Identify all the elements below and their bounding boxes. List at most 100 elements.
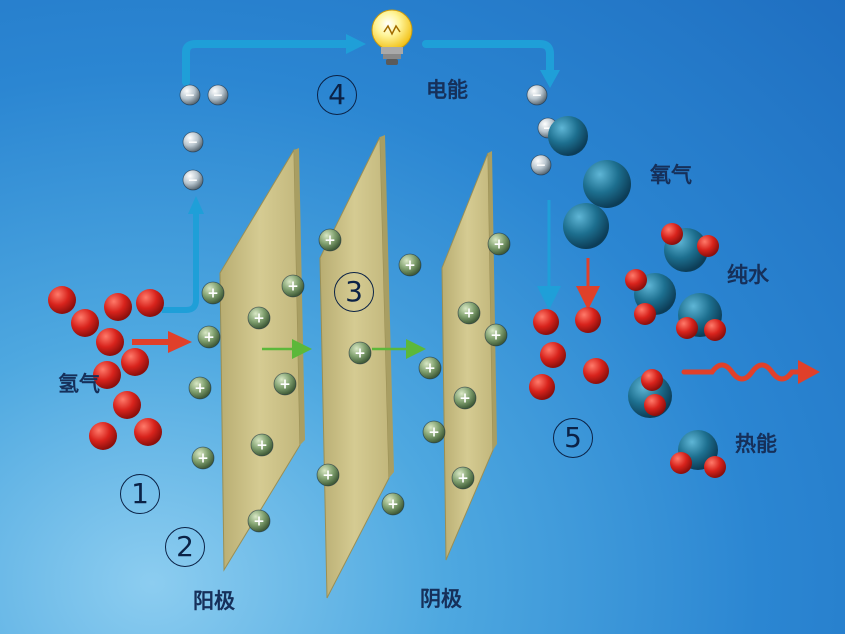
proton: +	[201, 281, 225, 305]
electron: −	[182, 131, 204, 153]
plates	[219, 135, 497, 599]
svg-text:+: +	[322, 468, 334, 484]
hydrogen-atom	[136, 289, 164, 317]
electron: −	[207, 84, 229, 106]
svg-text:+: +	[404, 258, 416, 274]
proton: +	[451, 466, 475, 490]
water-molecule	[625, 269, 676, 325]
water-molecule	[676, 293, 726, 341]
hydrogen-atom	[529, 374, 555, 400]
svg-text:−: −	[213, 87, 223, 102]
hydrogen-atom	[575, 307, 601, 333]
hydrogen-atom	[704, 456, 726, 478]
heat-wave-icon	[681, 360, 820, 384]
svg-text:+: +	[197, 451, 209, 467]
hydrogen-atoms	[48, 286, 164, 450]
anode-label: 阳极	[193, 589, 235, 613]
svg-text:+: +	[457, 471, 469, 487]
hydrogen-atom	[697, 235, 719, 257]
proton: +	[348, 341, 372, 365]
electron: −	[182, 169, 204, 191]
svg-text:+: +	[493, 237, 505, 253]
proton: +	[191, 446, 215, 470]
svg-text:+: +	[387, 497, 399, 513]
protons: + + + + + + + + + + + + + + + + + + + + +	[188, 228, 511, 533]
proton: +	[247, 509, 271, 533]
hydrogen-atom	[89, 422, 117, 450]
step-1-marker: 1	[120, 474, 160, 514]
proton: +	[250, 433, 274, 457]
svg-text:+: +	[428, 425, 440, 441]
svg-text:+: +	[490, 328, 502, 344]
step-5-marker: 5	[553, 418, 593, 458]
oxygen-atoms	[548, 116, 631, 249]
hydrogen-atom	[670, 452, 692, 474]
electric-energy-label: 电能	[426, 78, 468, 102]
oxygen-label: 氧气	[650, 163, 692, 187]
svg-text:−: −	[188, 172, 198, 187]
pure-water-label: 纯水	[727, 263, 769, 287]
hydrogen-atom	[121, 348, 149, 376]
svg-text:−: −	[536, 157, 546, 172]
svg-text:+: +	[253, 514, 265, 530]
svg-text:−: −	[185, 87, 195, 102]
proton: +	[418, 356, 442, 380]
svg-text:−: −	[543, 120, 553, 135]
hydrogen-atom	[661, 223, 683, 245]
hydrogen-atom	[704, 319, 726, 341]
svg-text:+: +	[424, 361, 436, 377]
hydrogen-atoms-cathode	[529, 307, 609, 400]
water-molecule	[661, 223, 719, 272]
hydrogen-atom	[113, 391, 141, 419]
hydrogen-atom	[533, 309, 559, 335]
hydrogen-atom	[48, 286, 76, 314]
oxygen-atom	[563, 203, 609, 249]
svg-text:+: +	[203, 330, 215, 346]
electron: −	[526, 84, 548, 106]
hydrogen-atom	[104, 293, 132, 321]
proton: +	[453, 386, 477, 410]
hydrogen-atom	[93, 361, 121, 389]
hydrogen-atom	[134, 418, 162, 446]
step-3-marker: 3	[334, 272, 374, 312]
hydrogen-label: 氢气	[58, 372, 100, 396]
svg-text:+: +	[279, 377, 291, 393]
water-molecule	[670, 430, 726, 478]
proton: +	[281, 274, 305, 298]
oxygen-atom	[548, 116, 588, 156]
light-bulb-icon	[371, 9, 413, 65]
proton: +	[273, 372, 297, 396]
svg-text:−: −	[188, 134, 198, 149]
electron: −	[530, 154, 552, 176]
heat-label: 热能	[735, 432, 777, 456]
proton: +	[422, 420, 446, 444]
oxygen-atom	[583, 160, 631, 208]
hydrogen-atom	[634, 303, 656, 325]
svg-text:+: +	[287, 279, 299, 295]
flow-arrows	[132, 331, 426, 359]
cathode-label: 阴极	[420, 587, 462, 611]
proton: +	[318, 228, 342, 252]
svg-text:+: +	[194, 381, 206, 397]
svg-text:−: −	[532, 87, 542, 102]
svg-text:+: +	[354, 346, 366, 362]
electron: −	[179, 84, 201, 106]
step-2-marker: 2	[165, 527, 205, 567]
proton: +	[487, 232, 511, 256]
water-molecules	[625, 223, 726, 478]
proton: +	[247, 306, 271, 330]
hydrogen-atom	[676, 317, 698, 339]
water-molecule	[628, 369, 672, 418]
svg-text:+: +	[463, 306, 475, 322]
hydrogen-atom	[540, 342, 566, 368]
hydrogen-input-arrow	[168, 331, 192, 353]
step-4-marker: 4	[317, 75, 357, 115]
proton: +	[457, 301, 481, 325]
proton: +	[188, 376, 212, 400]
hydrogen-atom	[71, 309, 99, 337]
hydrogen-atom	[641, 369, 663, 391]
proton: +	[398, 253, 422, 277]
hydrogen-atom	[96, 328, 124, 356]
